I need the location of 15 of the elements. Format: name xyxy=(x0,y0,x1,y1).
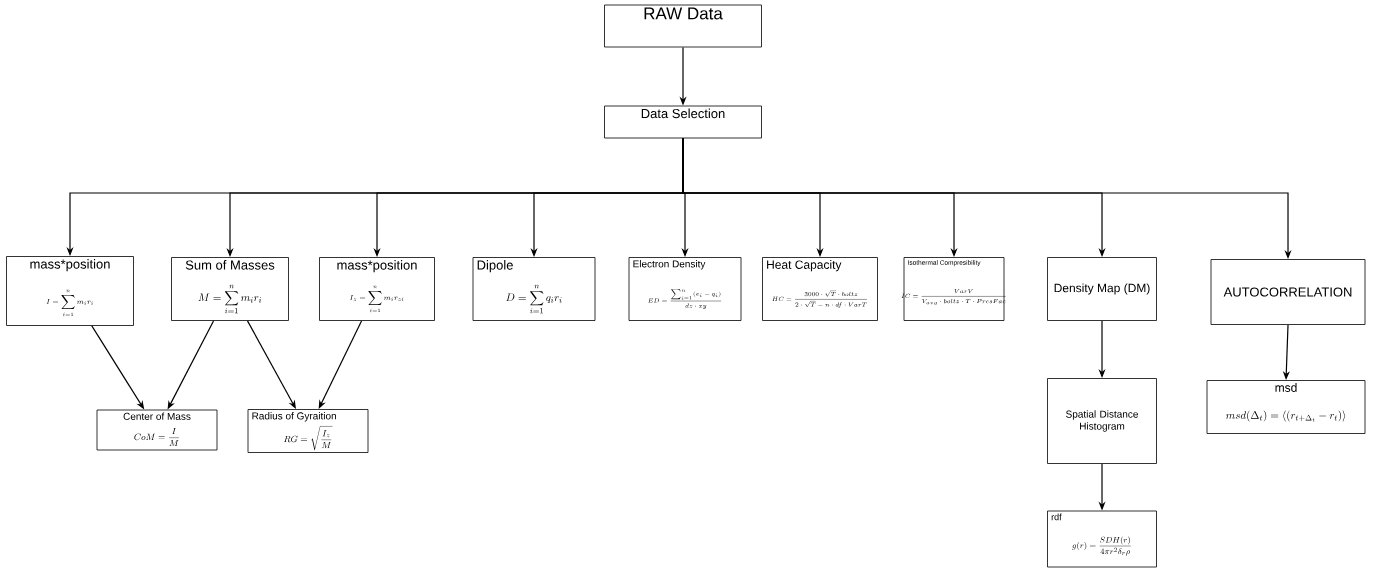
process-box: Center of Mass $CoM = \frac{I}{M}$ xyxy=(96,409,218,451)
process-box: rdf $g(r) = \frac{SDH(r)}{4\pi r^2 \delta_r \rho}$ xyxy=(1047,510,1157,568)
process-box: Sum of Masses $M = \sum_{i=1}^{n} m_i r_i$ xyxy=(171,257,289,321)
process-box: AUTOCORRELATION xyxy=(1210,259,1366,325)
process-box: Electron Density $ED = \frac{\sum_{i=1}^{n} (e_i - q_i)}{dz \cdot xy}$ xyxy=(628,257,742,321)
process-box: mass*position $I_z = \sum_{i=1}^{n} m_i r_{zi}$ xyxy=(319,257,435,321)
process-box: Density Map (DM) xyxy=(1047,257,1157,321)
process-box: Radius of Gyraition $RG = \sqrt{\frac{I_z}{M}}$ xyxy=(247,409,369,453)
process-box: mass*position $I = \sum_{i=1}^{n} m_i r_i$ xyxy=(6,256,134,326)
process-box: RAW Data xyxy=(604,4,762,48)
process-box: msd $msd(\Delta_t) = \left\langle (r_{t+\Delta_t} - r_t) \right\rangle$ xyxy=(1206,380,1366,434)
process-box: Data Selection xyxy=(604,105,762,139)
process-box: Heat Capacity $HC = \frac{3000 \cdot \sqrt{T} \cdot boltz}{2 \cdot \sqrt{T} - n \cdot df \cdot VarT}$ xyxy=(762,257,878,321)
process-box: Dipole $D = \sum_{i=1}^{n} q_i r_i$ xyxy=(472,257,596,321)
process-box: Spatial Distance Histogram xyxy=(1047,378,1157,464)
